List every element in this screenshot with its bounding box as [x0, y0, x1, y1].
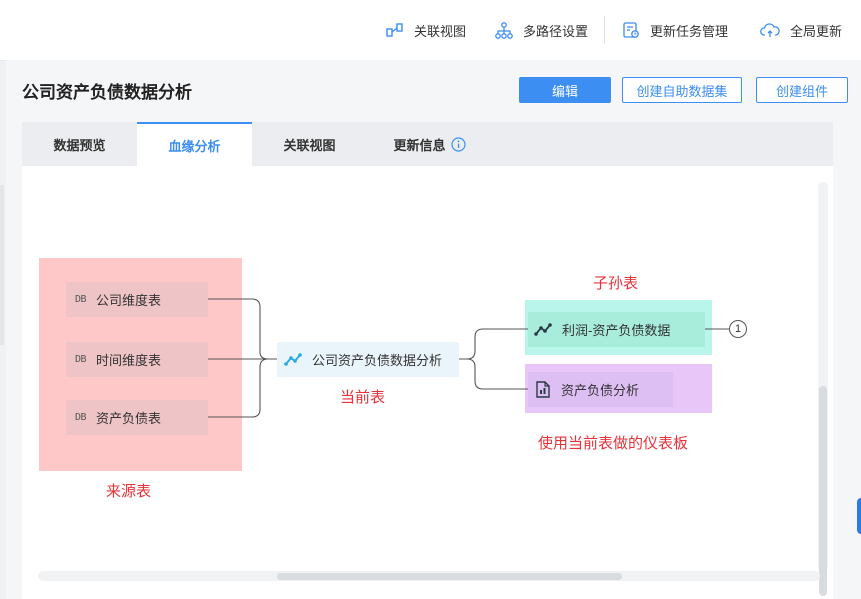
side-drawer-handle[interactable] — [857, 498, 861, 534]
update-task-icon — [623, 22, 639, 38]
tab-relation-view[interactable]: 关联视图 — [252, 122, 367, 166]
create-dataset-button[interactable]: 创建自助数据集 — [622, 77, 742, 103]
relation-view-label: 关联视图 — [414, 23, 467, 39]
database-icon: DB — [75, 412, 87, 423]
child-table-node[interactable]: 利润-资产负债数据 — [528, 312, 705, 347]
dashboard-icon — [535, 381, 551, 398]
update-task-label: 更新任务管理 — [650, 23, 729, 39]
node-label: 资产负债表 — [96, 411, 162, 426]
relation-view-button[interactable]: 关联视图 — [386, 18, 466, 42]
top-toolbar: 关联视图 多路径设置 更新任务管理 全局更新 — [0, 0, 861, 61]
info-icon[interactable] — [450, 136, 466, 152]
edit-button[interactable]: 编辑 — [519, 77, 611, 103]
update-task-button[interactable]: 更新任务管理 — [622, 18, 728, 42]
node-label: 利润-资产负债数据 — [562, 323, 671, 338]
lineage-canvas[interactable]: DB 公司维度表 DB 时间维度表 DB 资产负债表 公司资产负债数据分析 — [22, 166, 833, 599]
child-count-badge[interactable]: 1 — [729, 320, 747, 338]
annotation-source-tables: 来源表 — [106, 483, 152, 500]
tab-lineage-analysis[interactable]: 血缘分析 — [137, 122, 252, 166]
database-icon: DB — [75, 354, 87, 365]
annotation-child-tables: 子孙表 — [593, 275, 639, 292]
annotation-dashboard: 使用当前表做的仪表板 — [538, 435, 689, 452]
database-icon: DB — [75, 294, 87, 305]
vertical-scroll-thumb[interactable] — [819, 386, 827, 596]
relation-view-icon — [386, 23, 403, 37]
multi-path-icon — [495, 21, 513, 39]
source-node-company-dimension[interactable]: DB 公司维度表 — [66, 282, 208, 317]
source-node-balance-sheet[interactable]: DB 资产负债表 — [66, 400, 208, 435]
node-label: 公司资产负债数据分析 — [312, 353, 443, 368]
tab-update-info[interactable]: 更新信息 — [367, 122, 492, 166]
source-node-time-dimension[interactable]: DB 时间维度表 — [66, 342, 208, 377]
left-edge-strip — [0, 185, 4, 345]
analysis-dataset-icon — [284, 352, 302, 367]
horizontal-scroll-thumb[interactable] — [277, 573, 622, 580]
annotation-current-table: 当前表 — [340, 389, 386, 406]
tab-data-preview[interactable]: 数据预览 — [22, 122, 137, 166]
analysis-dataset-icon — [534, 322, 552, 337]
tab-label: 数据预览 — [53, 137, 106, 153]
multi-path-button[interactable]: 多路径设置 — [495, 18, 588, 42]
page-title: 公司资产负债数据分析 — [22, 83, 192, 102]
current-table-node[interactable]: 公司资产负债数据分析 — [277, 342, 459, 377]
node-label: 时间维度表 — [96, 353, 162, 368]
toolbar-divider — [604, 16, 605, 44]
tab-label: 更新信息 — [393, 137, 446, 153]
node-label: 资产负债分析 — [561, 383, 640, 398]
tab-label: 关联视图 — [283, 137, 336, 153]
main-panel: 公司资产负债数据分析 编辑 创建自助数据集 创建组件 数据预览 血缘分析 关联视… — [6, 60, 861, 599]
global-update-label: 全局更新 — [790, 23, 843, 39]
tab-label: 血缘分析 — [168, 138, 221, 154]
tab-bar: 数据预览 血缘分析 关联视图 更新信息 — [22, 122, 833, 166]
node-label: 公司维度表 — [96, 293, 162, 308]
cloud-refresh-icon — [760, 23, 780, 37]
create-component-button[interactable]: 创建组件 — [756, 77, 848, 103]
multi-path-label: 多路径设置 — [523, 23, 589, 39]
vertical-scrollbar[interactable] — [818, 182, 828, 572]
dashboard-node[interactable]: 资产负债分析 — [528, 372, 673, 407]
global-update-button[interactable]: 全局更新 — [760, 18, 842, 42]
